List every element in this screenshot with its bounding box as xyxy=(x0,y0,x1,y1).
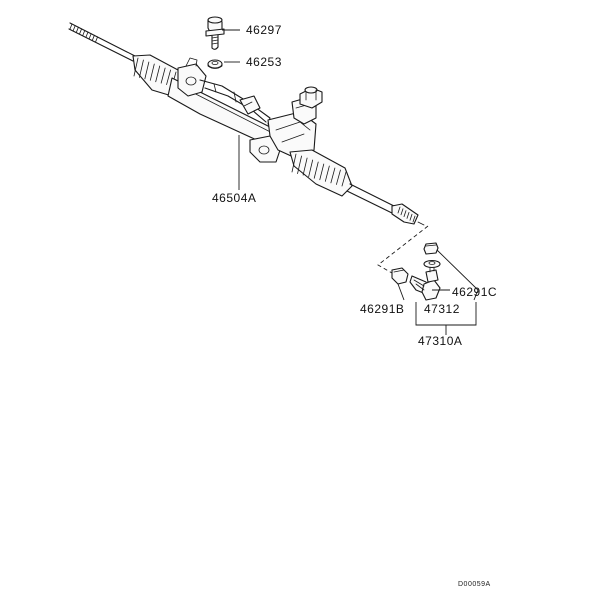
callout-47310a: 47310A xyxy=(418,334,462,348)
right-bellows-boot xyxy=(289,149,353,197)
tie-rod-end-drawing xyxy=(391,242,441,301)
washer-46253-drawing xyxy=(207,59,223,69)
bolt-46297-drawing xyxy=(205,16,225,50)
diagram-id: D00059A xyxy=(458,581,491,588)
callout-47312: 47312 xyxy=(424,302,460,316)
callout-46291c: 46291C xyxy=(452,285,497,299)
callout-46291b: 46291B xyxy=(360,302,404,316)
right-threaded-rod xyxy=(346,183,425,226)
left-threaded-rod xyxy=(68,22,136,62)
leader-lines xyxy=(222,29,479,335)
callout-46253: 46253 xyxy=(246,55,282,69)
callout-46297: 46297 xyxy=(246,23,282,37)
rack-housing xyxy=(167,57,323,163)
steering-rack-drawing xyxy=(68,22,425,226)
callout-46504a: 46504A xyxy=(212,191,256,205)
